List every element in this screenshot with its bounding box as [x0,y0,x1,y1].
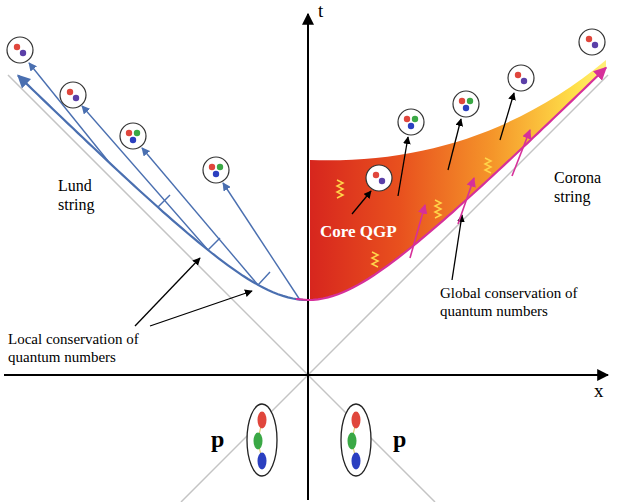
hadron-circles [7,37,229,183]
region-label: Core QGP [320,222,397,242]
proton: p [247,404,277,476]
annotation-note: Local conservation of quantum numbers [8,330,178,366]
lund-string [18,76,308,301]
qgp-region [308,60,610,316]
particle-label: p [211,426,224,452]
proton-ellipse [341,404,371,476]
particle-label: p [393,426,406,452]
qgp-core-region: Core QGP [308,60,610,316]
axis-label-box: x [594,380,604,403]
lund-branches [29,63,300,300]
axis-label-box: t [318,0,323,23]
axis-label: t [318,0,323,23]
string-label-box: Lund string [58,176,110,214]
string-label: Lund string [58,176,110,214]
string-label-box: Corona string [554,168,614,206]
annotation-note: Global conservation of quantum numbers [440,284,612,320]
proton-ellipse [247,404,277,476]
annotation-note-box: Global conservation of quantum numbers [440,284,612,320]
string-label: Corona string [554,168,614,206]
light-cone-line [8,75,435,502]
proton: p [341,404,371,476]
t-axis [307,14,309,500]
axis-label: x [594,380,604,403]
annotation-note-box: Local conservation of quantum numbers [8,330,178,366]
x-axis [4,374,608,376]
